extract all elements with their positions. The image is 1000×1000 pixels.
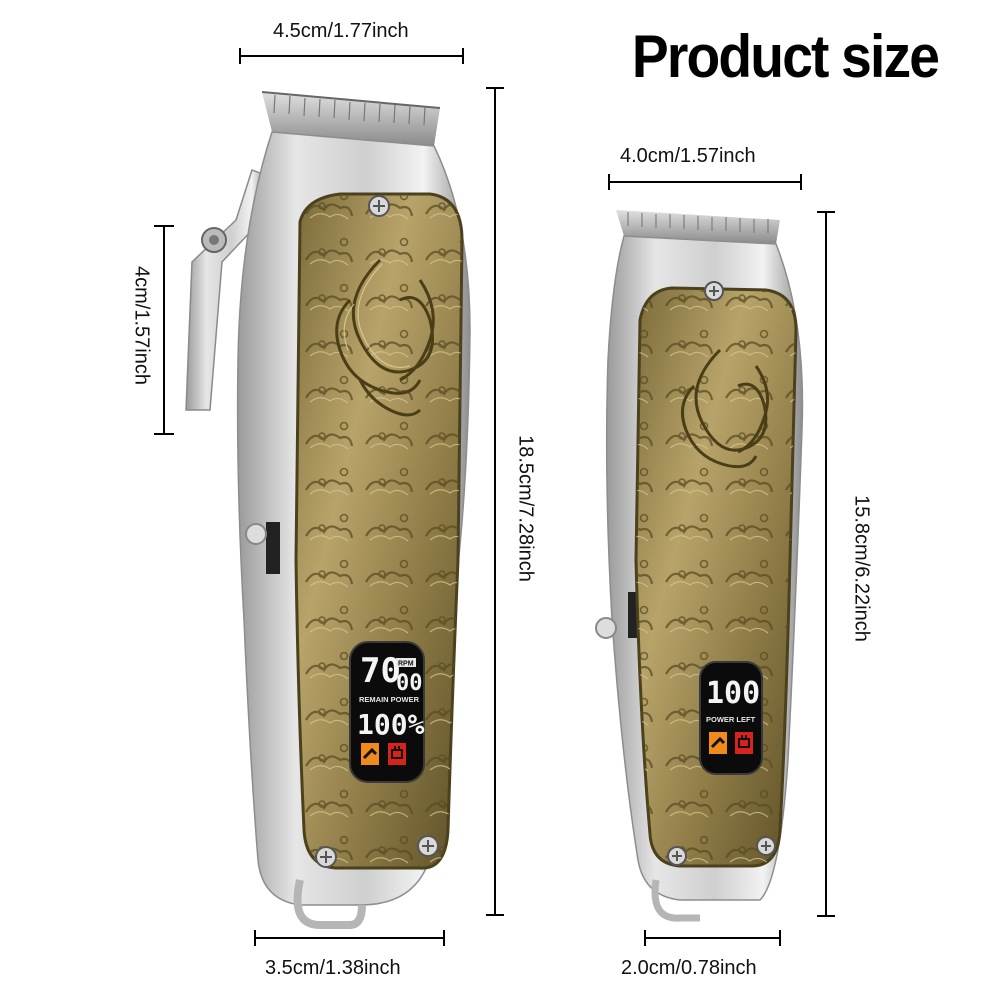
- small-bottom-width-label: 2.0cm/0.78inch: [621, 957, 757, 979]
- large-lcd-rpm-unit: RPM: [398, 661, 414, 668]
- large-top-width-label: 4.5cm/1.77inch: [273, 20, 409, 42]
- small-lcd-value: 100: [706, 676, 760, 711]
- large-lcd-power-label: REMAIN POWER: [359, 695, 420, 704]
- dimension-lines: [154, 48, 835, 946]
- large-lcd-rpm-value: 70: [360, 651, 401, 691]
- large-lcd-rpm-suffix: 00: [396, 671, 423, 696]
- taper-lever: [185, 169, 269, 411]
- small-lcd-plug-icon: [735, 732, 753, 754]
- small-length-label: 15.8cm/6.22inch: [850, 495, 873, 642]
- large-bottom-width-label: 3.5cm/1.38inch: [265, 957, 401, 979]
- large-screw-bottom-right: [417, 835, 439, 857]
- large-length-label: 18.5cm/7.28inch: [514, 435, 537, 582]
- small-screw-bottom-right: [756, 836, 776, 856]
- large-screw-bottom-left: [315, 846, 337, 868]
- large-lcd-power-value: 100%: [357, 708, 425, 741]
- small-dragon-icon: [680, 348, 770, 469]
- large-lcd-plug-icon: [388, 743, 406, 765]
- small-screw-bottom-left: [667, 846, 687, 866]
- small-screw-top: [704, 281, 724, 301]
- small-trimmer: 100 POWER LEFT: [595, 210, 804, 922]
- small-top-width-label: 4.0cm/1.57inch: [620, 145, 756, 167]
- small-lcd-power-label: POWER LEFT: [706, 715, 756, 724]
- large-dragon-icon: [335, 258, 435, 417]
- large-clipper: 70 00 RPM REMAIN POWER 100%: [185, 91, 471, 929]
- page-title: Product size: [631, 23, 940, 90]
- large-blade-height-label: 4cm/1.57inch: [130, 266, 153, 385]
- large-screw-top: [368, 195, 390, 217]
